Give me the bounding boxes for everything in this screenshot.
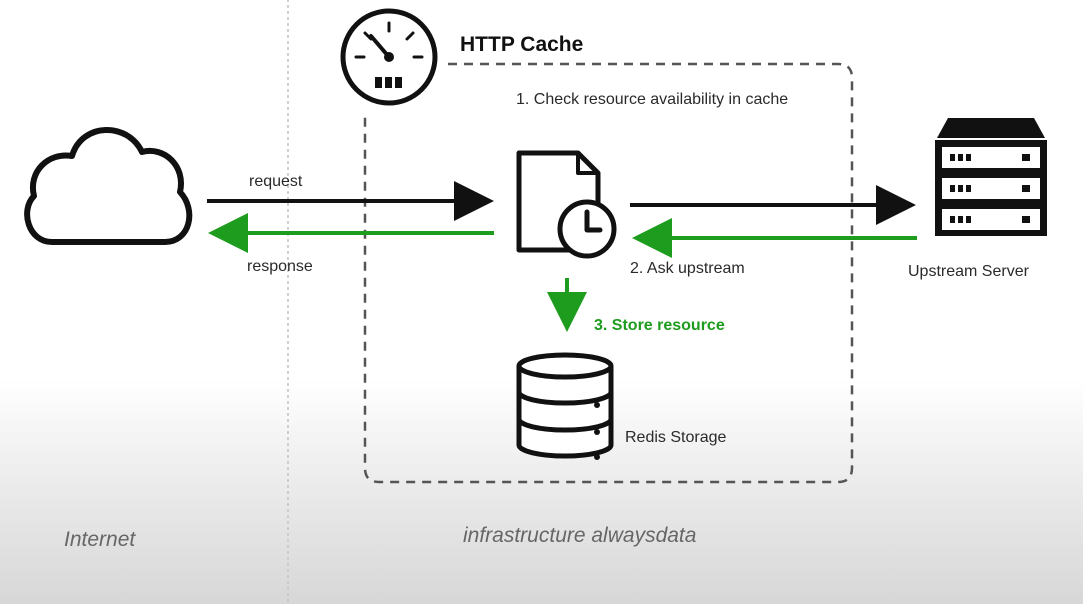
upstream-server-label: Upstream Server — [908, 263, 1029, 280]
redis-storage-label: Redis Storage — [625, 429, 727, 446]
server-icon — [935, 118, 1047, 236]
step-ask-label: 2. Ask upstream — [630, 260, 745, 277]
step-check-label: 1. Check resource availability in cache — [516, 91, 789, 108]
zone-internet-label: Internet — [64, 528, 136, 551]
cache-title: HTTP Cache — [460, 33, 584, 56]
zone-infrastructure-label: infrastructure alwaysdata — [463, 524, 697, 547]
database-icon — [516, 352, 614, 460]
request-label: request — [249, 173, 303, 190]
cloud-icon — [24, 127, 193, 245]
clock-icon — [557, 199, 617, 259]
gauge-icon — [340, 8, 438, 106]
step-store-label: 3. Store resource — [594, 317, 725, 334]
cache-boundary — [363, 62, 854, 484]
response-label: response — [247, 258, 313, 275]
